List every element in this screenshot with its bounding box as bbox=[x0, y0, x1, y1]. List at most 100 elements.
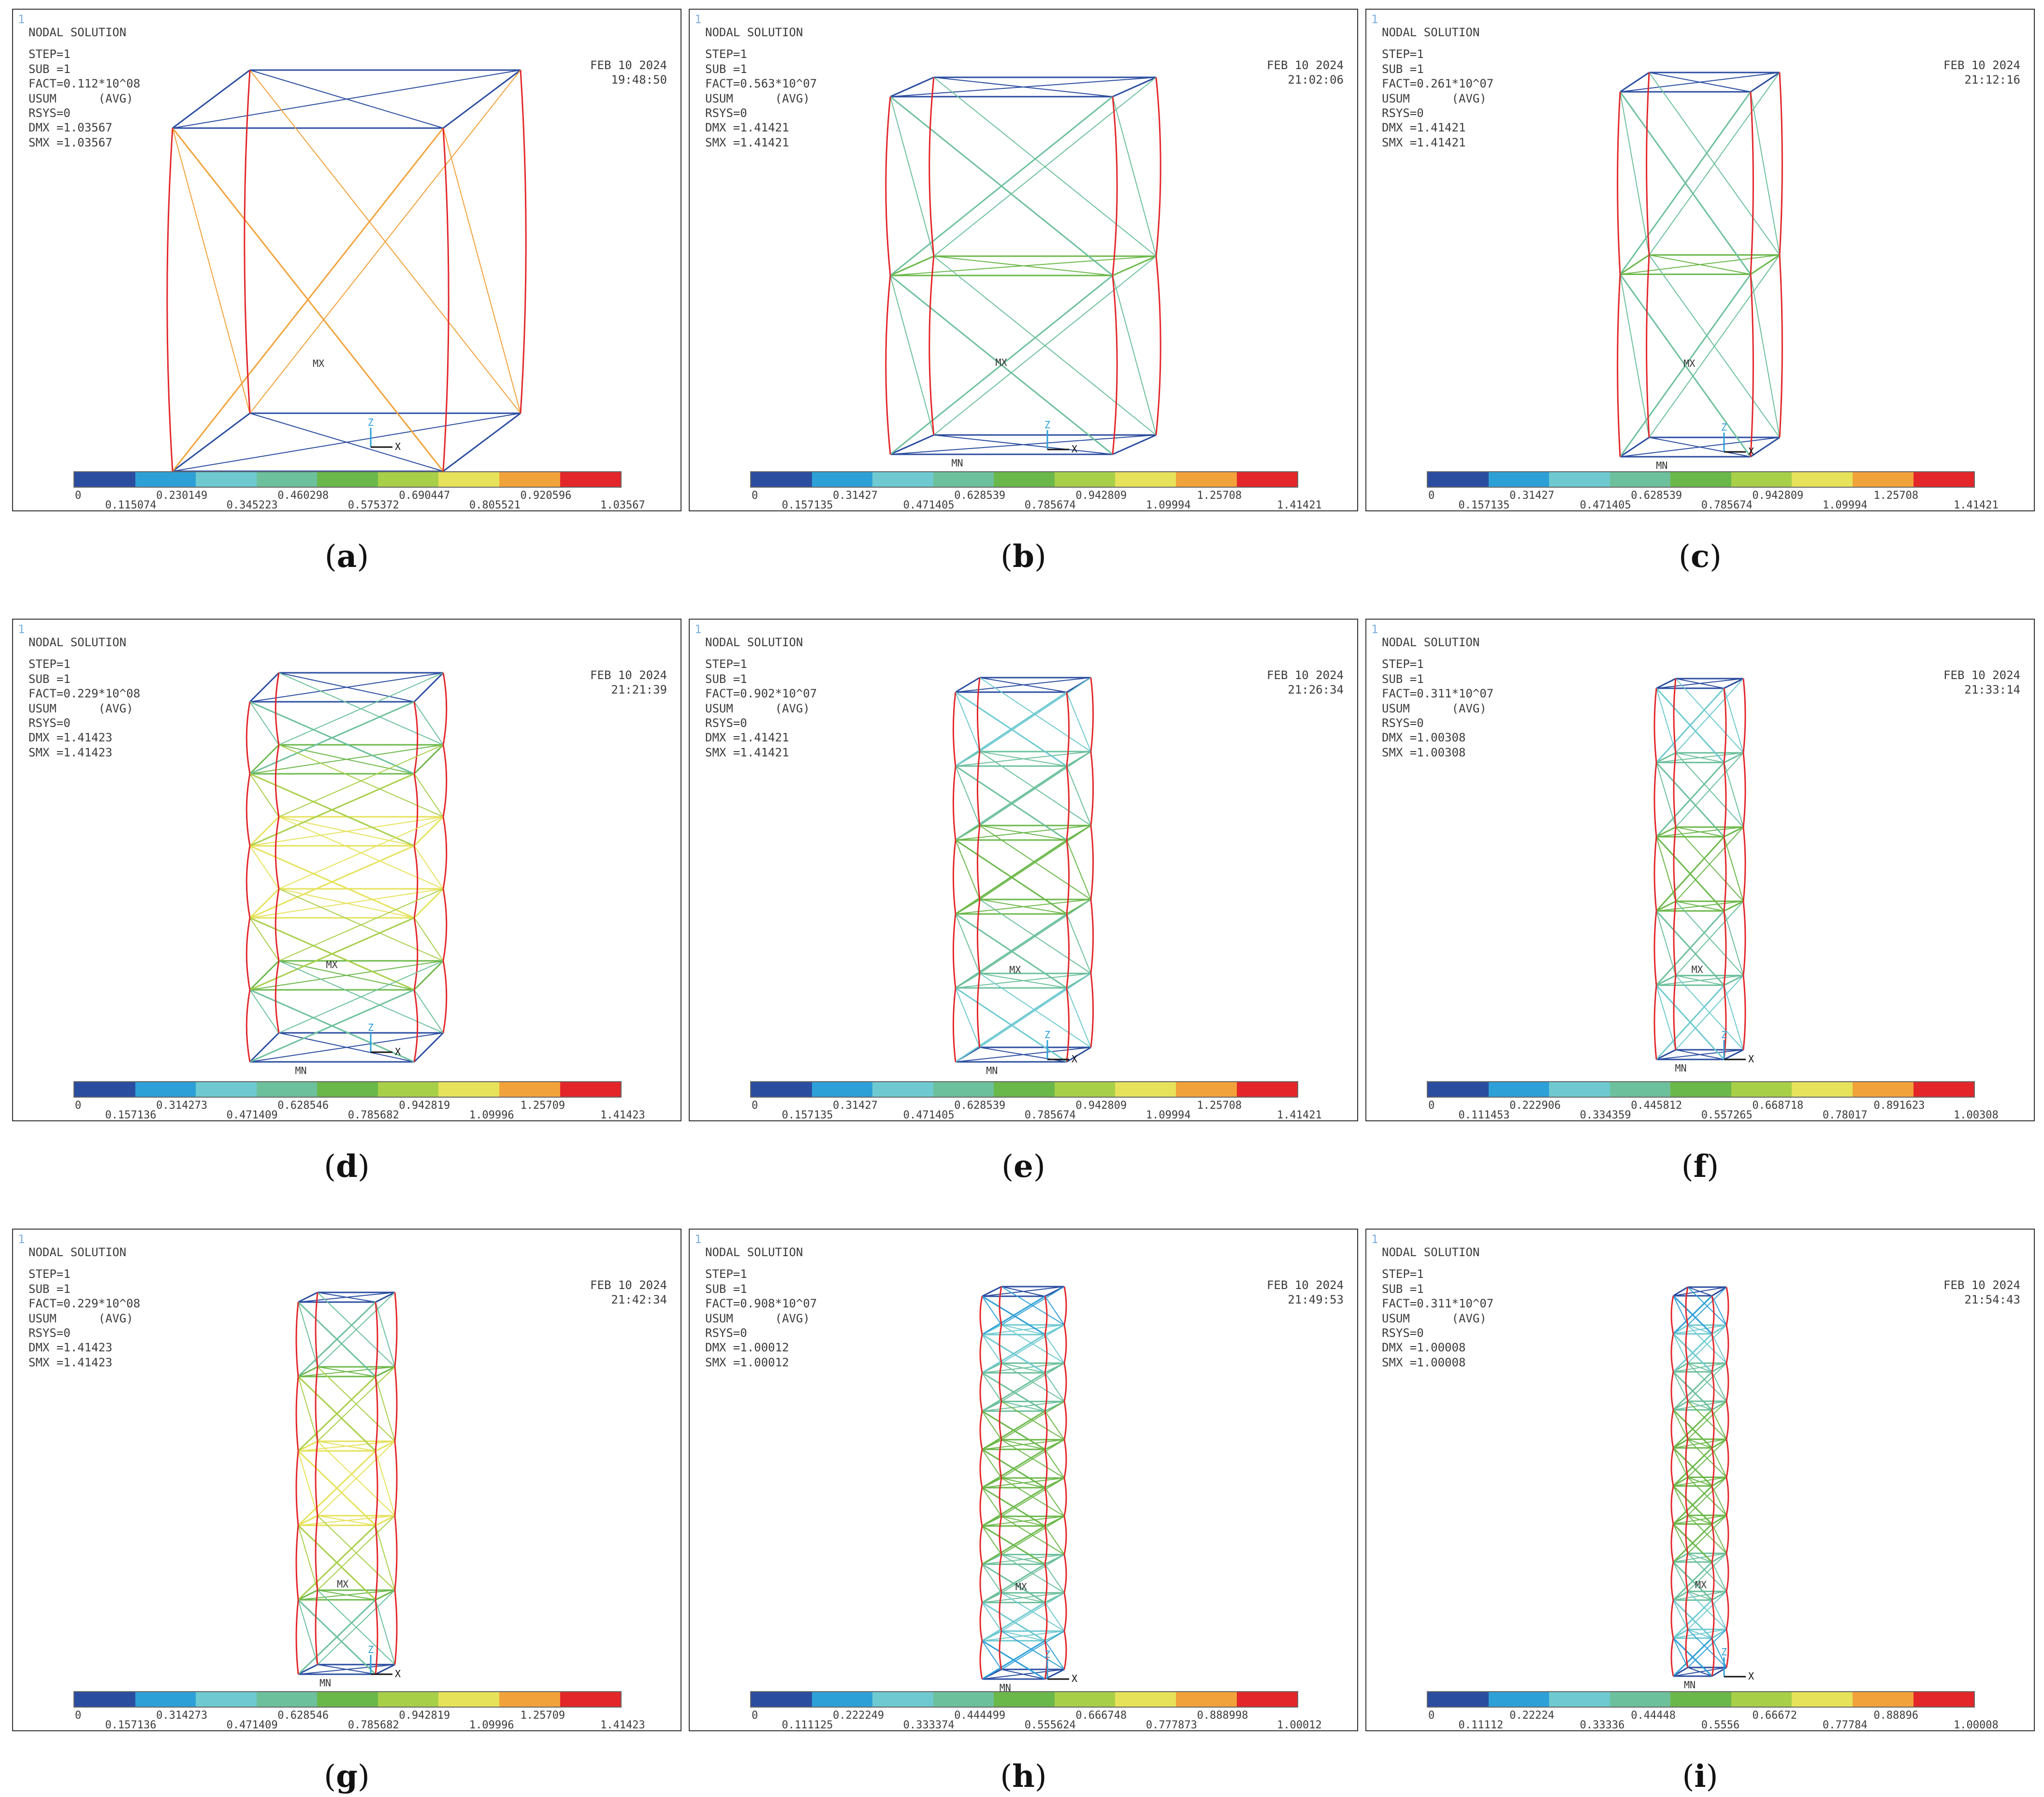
buckled-column bbox=[976, 899, 981, 974]
z-axis-label: Z bbox=[368, 417, 374, 428]
horizontal-member bbox=[1724, 900, 1744, 912]
buckled-column bbox=[1063, 1593, 1067, 1632]
diagonal-member bbox=[1066, 692, 1091, 752]
horizontal-member bbox=[890, 255, 934, 276]
buckled-column bbox=[885, 275, 891, 455]
info-smx: SMX =1.03567 bbox=[29, 135, 113, 149]
buckled-column bbox=[1711, 1523, 1715, 1563]
info-title: NODAL SOLUTION bbox=[1382, 1246, 1480, 1259]
diagonal-member bbox=[1711, 1486, 1727, 1516]
diagonal-member bbox=[1687, 1362, 1727, 1402]
buckled-column bbox=[1685, 1401, 1689, 1440]
diagonal-member bbox=[1724, 762, 1744, 827]
diagonal-member bbox=[1672, 1599, 1713, 1639]
horizontal-diagonal bbox=[933, 77, 1113, 97]
diagonal-member bbox=[414, 917, 444, 961]
scale-tick-bottom: 0.471405 bbox=[903, 499, 955, 511]
diagonal-member bbox=[249, 701, 415, 775]
diagonal-member bbox=[982, 1487, 1002, 1517]
horizontal-diagonal bbox=[979, 677, 1067, 693]
scale-tick-bottom: 0.575372 bbox=[348, 499, 399, 511]
scale-segment bbox=[933, 472, 994, 487]
plot-number: 1 bbox=[18, 623, 25, 636]
scale-tick-bottom: 1.41423 bbox=[600, 1719, 645, 1731]
buckled-column bbox=[979, 1602, 983, 1641]
scale-segment bbox=[1549, 472, 1610, 487]
info-fact: FACT=0.311*10^07 bbox=[1382, 1297, 1494, 1311]
scale-tick-top: 1.25709 bbox=[520, 1710, 565, 1722]
buckled-column bbox=[1670, 1562, 1674, 1600]
info-step: STEP=1 bbox=[705, 1267, 747, 1281]
buckled-column bbox=[979, 1564, 983, 1603]
scale-segment bbox=[1428, 1692, 1489, 1707]
info-fact: FACT=0.112*10^08 bbox=[29, 77, 141, 91]
horizontal-member bbox=[1620, 72, 1650, 93]
horizontal-diagonal bbox=[1687, 1629, 1712, 1639]
diagonal-member bbox=[982, 1602, 1002, 1632]
scale-segment bbox=[1731, 1692, 1792, 1707]
buckled-column bbox=[1653, 911, 1657, 985]
buckled-column bbox=[1617, 274, 1621, 457]
date-text: FEB 10 2024 bbox=[590, 1278, 667, 1292]
time-text: 21:12:16 bbox=[1964, 73, 2020, 87]
scale-segment bbox=[1731, 472, 1792, 487]
scale-tick-top: 0.628539 bbox=[954, 1100, 1006, 1112]
buckled-column bbox=[1066, 692, 1070, 767]
buckled-column bbox=[1711, 1486, 1715, 1524]
diagonal-member bbox=[1655, 985, 1725, 1060]
info-rsys: RSYS=0 bbox=[705, 716, 747, 730]
buckled-column bbox=[1685, 1629, 1689, 1668]
diagonal-member bbox=[1711, 1448, 1727, 1478]
time-text: 21:42:34 bbox=[611, 1293, 667, 1306]
horizontal-member bbox=[1044, 1668, 1065, 1680]
buckled-column bbox=[1670, 1523, 1674, 1563]
buckled-column bbox=[375, 1525, 378, 1600]
diagonal-member bbox=[982, 1525, 1002, 1555]
scale-tick-zero: 0 bbox=[1428, 1710, 1435, 1722]
info-step: STEP=1 bbox=[29, 657, 71, 671]
horizontal-member bbox=[375, 1515, 395, 1526]
horizontal-diagonal bbox=[249, 413, 444, 472]
buckled-column bbox=[375, 1302, 378, 1377]
horizontal-diagonal bbox=[1687, 1515, 1712, 1525]
date-text: FEB 10 2024 bbox=[1943, 668, 2020, 682]
horizontal-diagonal bbox=[1687, 1287, 1712, 1296]
horizontal-member bbox=[172, 69, 250, 129]
scale-tick-bottom: 0.471405 bbox=[903, 1109, 955, 1121]
time-text: 21:02:06 bbox=[1288, 73, 1344, 87]
scale-tick-bottom: 0.471409 bbox=[226, 1719, 278, 1731]
horizontal-member bbox=[1724, 975, 1744, 986]
info-smx: SMX =1.00008 bbox=[1382, 1355, 1466, 1369]
buckled-column bbox=[1725, 1325, 1729, 1363]
scale-tick-top: 0.942819 bbox=[399, 1710, 450, 1722]
horizontal-member bbox=[413, 888, 444, 919]
diagonal-member bbox=[982, 1372, 1045, 1412]
horizontal-member bbox=[298, 1366, 318, 1377]
diagonal-member bbox=[955, 765, 1067, 841]
diagonal-member bbox=[249, 773, 415, 847]
date-text: FEB 10 2024 bbox=[1943, 1278, 2020, 1292]
diagonal-member bbox=[982, 1449, 1002, 1478]
diagonal-member bbox=[955, 987, 1067, 1063]
buckled-column bbox=[295, 1376, 299, 1451]
scale-tick-top: 0.314273 bbox=[156, 1100, 208, 1112]
buckled-column bbox=[1670, 1372, 1674, 1410]
buckled-column bbox=[1779, 72, 1783, 255]
buckled-column bbox=[1685, 1287, 1689, 1325]
scale-tick-bottom: 0.157136 bbox=[105, 1719, 157, 1731]
horizontal-diagonal bbox=[1675, 1049, 1725, 1060]
z-axis-label: Z bbox=[368, 1022, 374, 1033]
time-text: 19:48:50 bbox=[611, 73, 667, 87]
diagonal-member bbox=[249, 989, 415, 1063]
horizontal-member bbox=[298, 1440, 318, 1452]
horizontal-member bbox=[298, 1515, 318, 1526]
color-scale bbox=[73, 471, 622, 488]
max-marker: MX bbox=[1692, 964, 1703, 975]
